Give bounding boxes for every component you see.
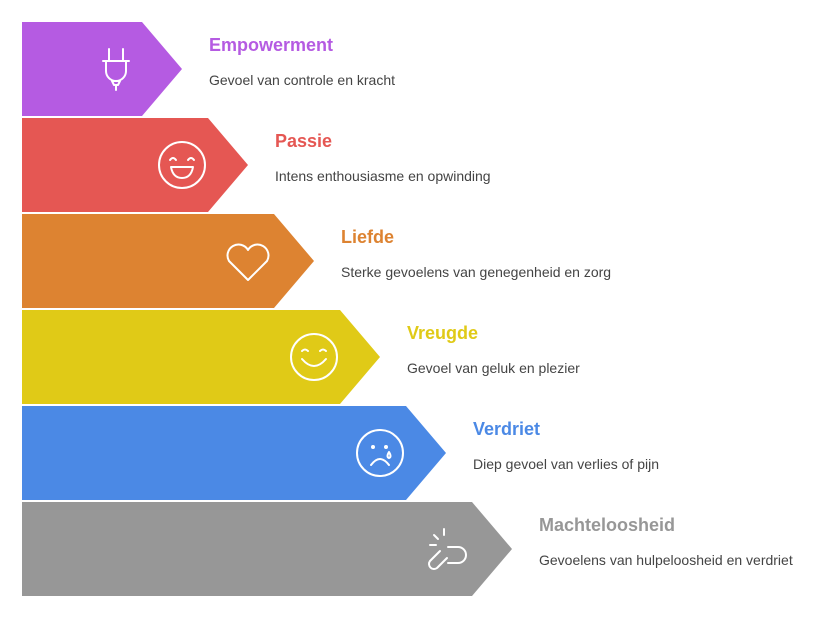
plug-icon (102, 48, 130, 91)
step-title: Machteloosheid (539, 515, 676, 535)
step-description: Gevoelens van hulpeloosheid en verdriet (539, 552, 793, 568)
arrow-shape (22, 22, 182, 116)
arrow-shape (22, 310, 380, 404)
step-title: Vreugde (407, 323, 479, 343)
step-description: Diep gevoel van verlies of pijn (473, 456, 659, 472)
crying-face-icon (356, 429, 404, 477)
step-description: Sterke gevoelens van genegenheid en zorg (341, 264, 612, 280)
arrow-shape (22, 406, 446, 500)
arrow-shape (22, 502, 512, 596)
smiling-face-icon (290, 333, 338, 381)
broken-link-icon (428, 528, 467, 570)
arrow-shape (22, 118, 248, 212)
heart-icon (226, 243, 270, 281)
step-description: Gevoel van controle en kracht (209, 72, 395, 88)
step-title: Liefde (341, 227, 395, 247)
laughing-face-icon (158, 141, 206, 189)
step-title: Passie (275, 131, 333, 151)
step-title: Empowerment (209, 35, 334, 55)
step-title: Verdriet (473, 419, 541, 439)
step-description: Gevoel van geluk en plezier (407, 360, 580, 376)
step-description: Intens enthousiasme en opwinding (275, 168, 491, 184)
arrow-shape (22, 214, 314, 308)
